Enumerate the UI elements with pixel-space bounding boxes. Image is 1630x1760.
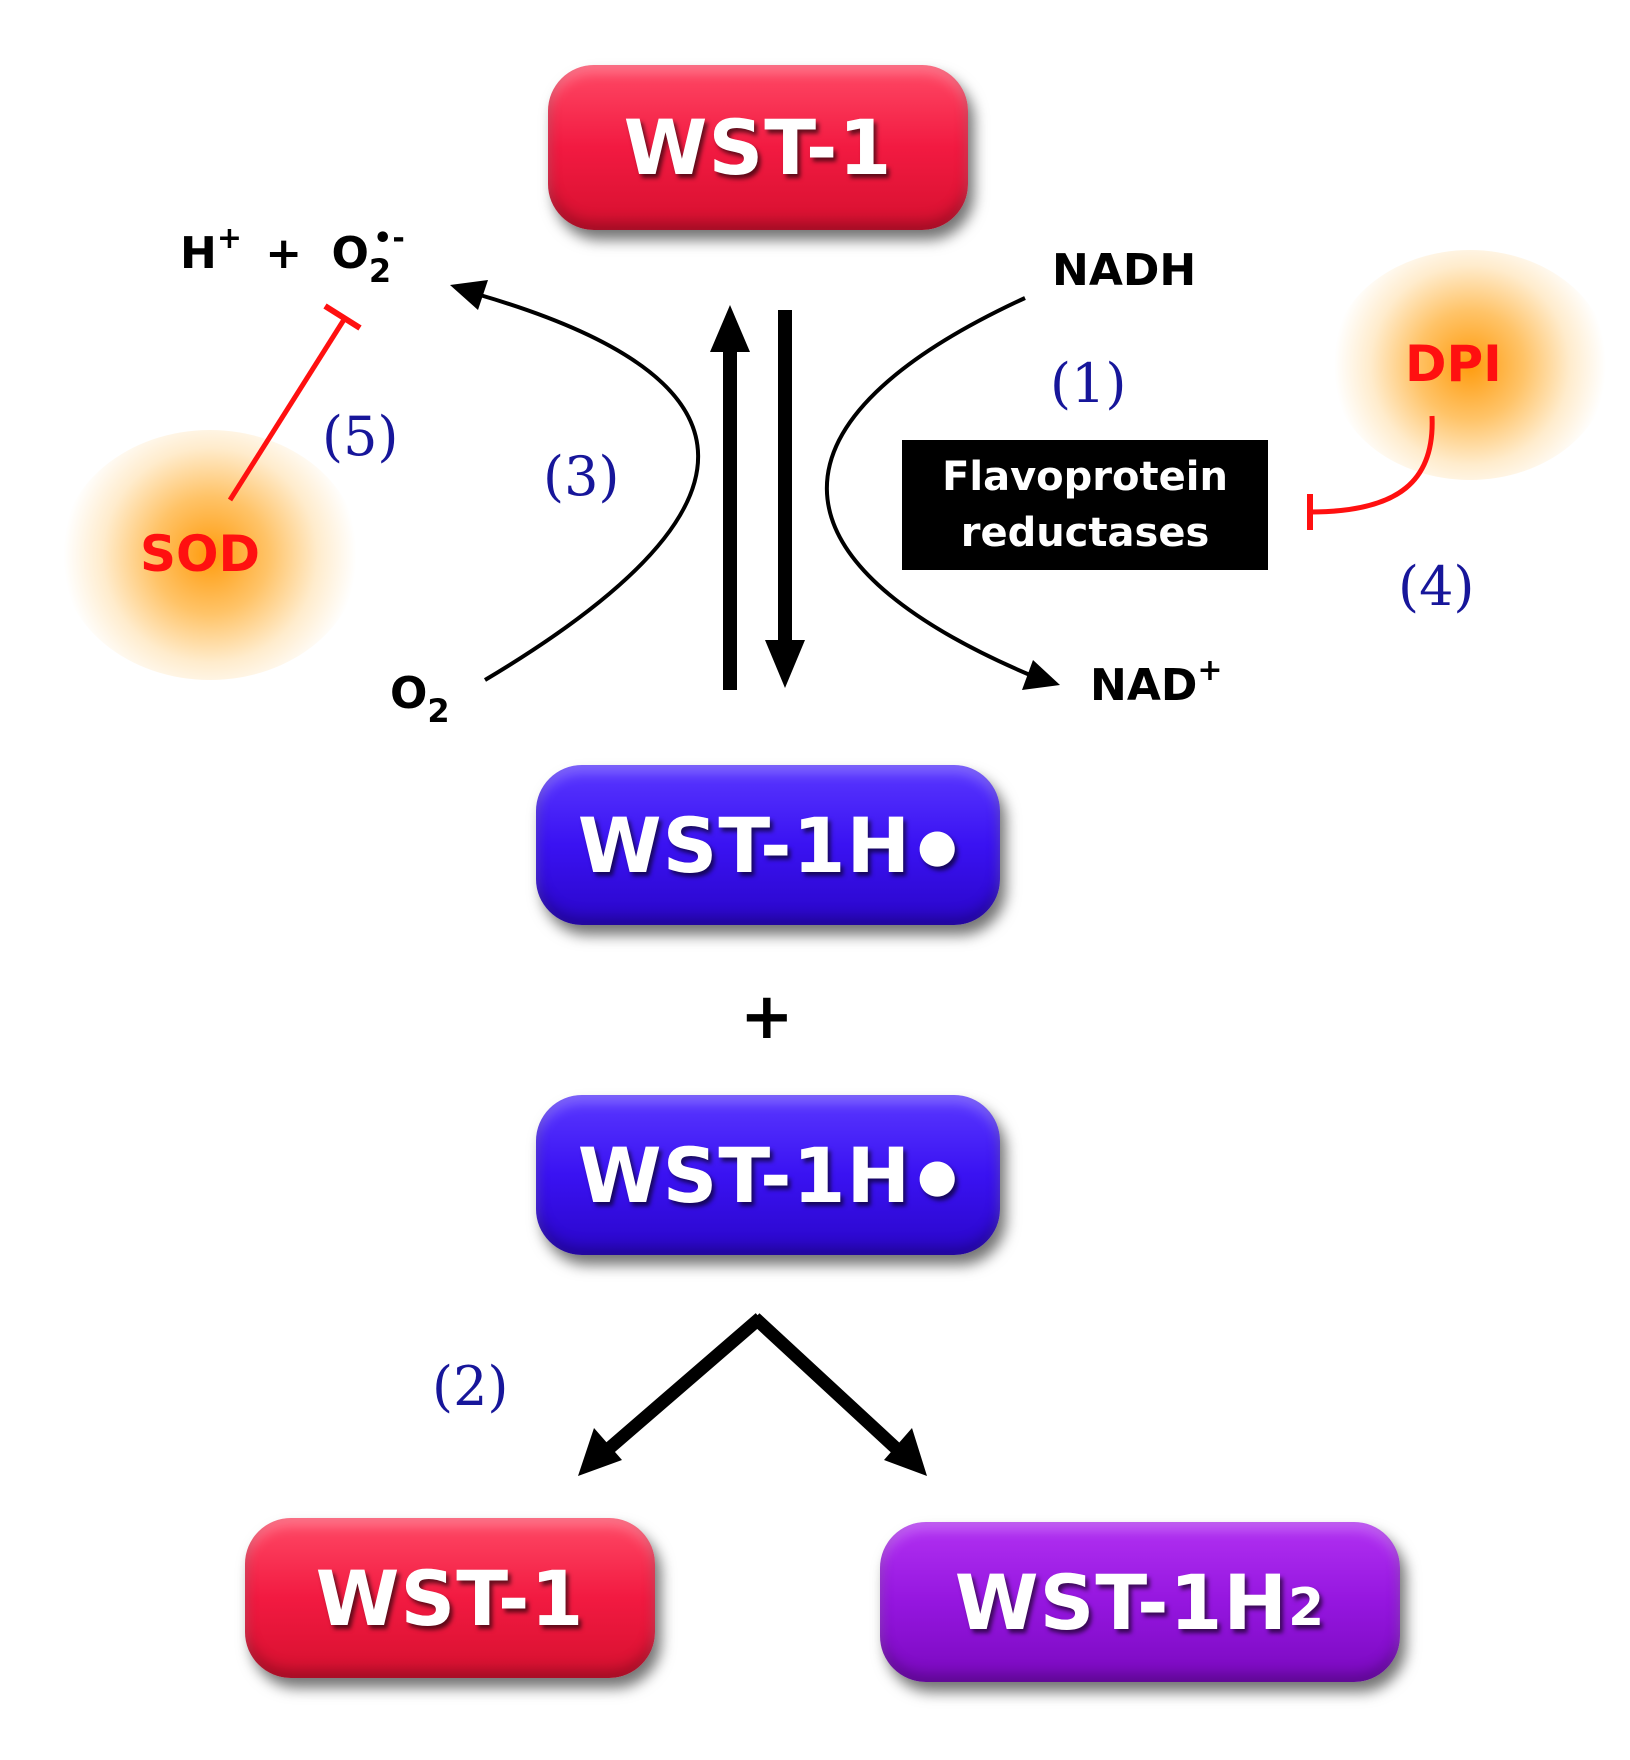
- wst1-top-label: WST-1: [623, 103, 893, 192]
- sod-label: SOD: [140, 525, 261, 583]
- radical-dot-icon: ●: [917, 818, 959, 872]
- superoxide: O: [331, 228, 369, 279]
- wst1h-radical-1-label: WST-1H: [577, 800, 912, 890]
- wst1h2-subscript: 2: [1288, 1578, 1326, 1638]
- wst1-oxidized-bottom: WST-1: [245, 1518, 655, 1678]
- step-label-4: (4): [1398, 555, 1475, 618]
- dpi-label: DPI: [1405, 335, 1502, 393]
- radical-dot-icon: ●: [917, 1148, 959, 1202]
- step-label-3: (3): [543, 445, 620, 508]
- disproportionation-arrowhead-left: [578, 1428, 622, 1476]
- enzyme-line-1: Flavoprotein: [942, 454, 1228, 500]
- superoxide-superscript: •-: [373, 221, 405, 256]
- flavoprotein-reductases-box: Flavoprotein reductases: [902, 440, 1268, 570]
- dpi-inhibition-curve: [1309, 415, 1435, 515]
- nad-charge: +: [1197, 653, 1223, 688]
- disproportionation-arrowhead-right: [884, 1428, 927, 1476]
- o2-to-superoxide-arrowhead: [450, 280, 488, 310]
- nadh: NADH: [1052, 245, 1197, 296]
- wst1-bottom-label: WST-1: [315, 1553, 585, 1643]
- wst1h2-label: WST-1H: [954, 1557, 1289, 1647]
- nadh-to-nad-arrowhead: [1022, 660, 1060, 690]
- oxygen-subscript: 2: [427, 692, 450, 730]
- h-plus-charge: +: [216, 221, 242, 256]
- wst1h-radical-2: WST-1H●: [536, 1095, 1000, 1255]
- sod-glow: [60, 430, 360, 680]
- superoxide-subscript: 2: [368, 252, 392, 290]
- nad-label: NAD: [1090, 660, 1198, 711]
- dpi-glow: [1330, 250, 1610, 480]
- nadh-to-nad-curve: [825, 296, 1031, 677]
- enzyme-line-2: reductases: [960, 510, 1210, 556]
- nad-plus: NAD+: [1090, 653, 1223, 711]
- step-label-5: (5): [322, 405, 399, 468]
- sod-inhibition-bar: [323, 303, 362, 331]
- wst1-oxidized-top: WST-1: [548, 65, 968, 230]
- step-label-2: (2): [432, 1355, 509, 1418]
- step-label-1: (1): [1050, 352, 1127, 415]
- oxygen: O2: [390, 668, 450, 730]
- disproportionation-arrow-right: [750, 1313, 905, 1457]
- h-plus-superoxide: H+ + O2•-: [180, 221, 405, 290]
- h-plus: H: [180, 228, 217, 279]
- up-arrow-head: [710, 305, 750, 352]
- o2-to-superoxide-curve: [479, 293, 701, 682]
- wst1h-radical-1: WST-1H●: [536, 765, 1000, 925]
- oxygen-label: O: [390, 668, 428, 719]
- plus-sign: +: [740, 980, 794, 1054]
- disproportionation-arrow-left: [600, 1313, 765, 1457]
- sod-inhibition-line: [227, 316, 348, 502]
- down-arrow-head: [765, 640, 805, 688]
- wst1h-radical-2-label: WST-1H: [577, 1130, 912, 1220]
- plus-operator: +: [265, 228, 303, 279]
